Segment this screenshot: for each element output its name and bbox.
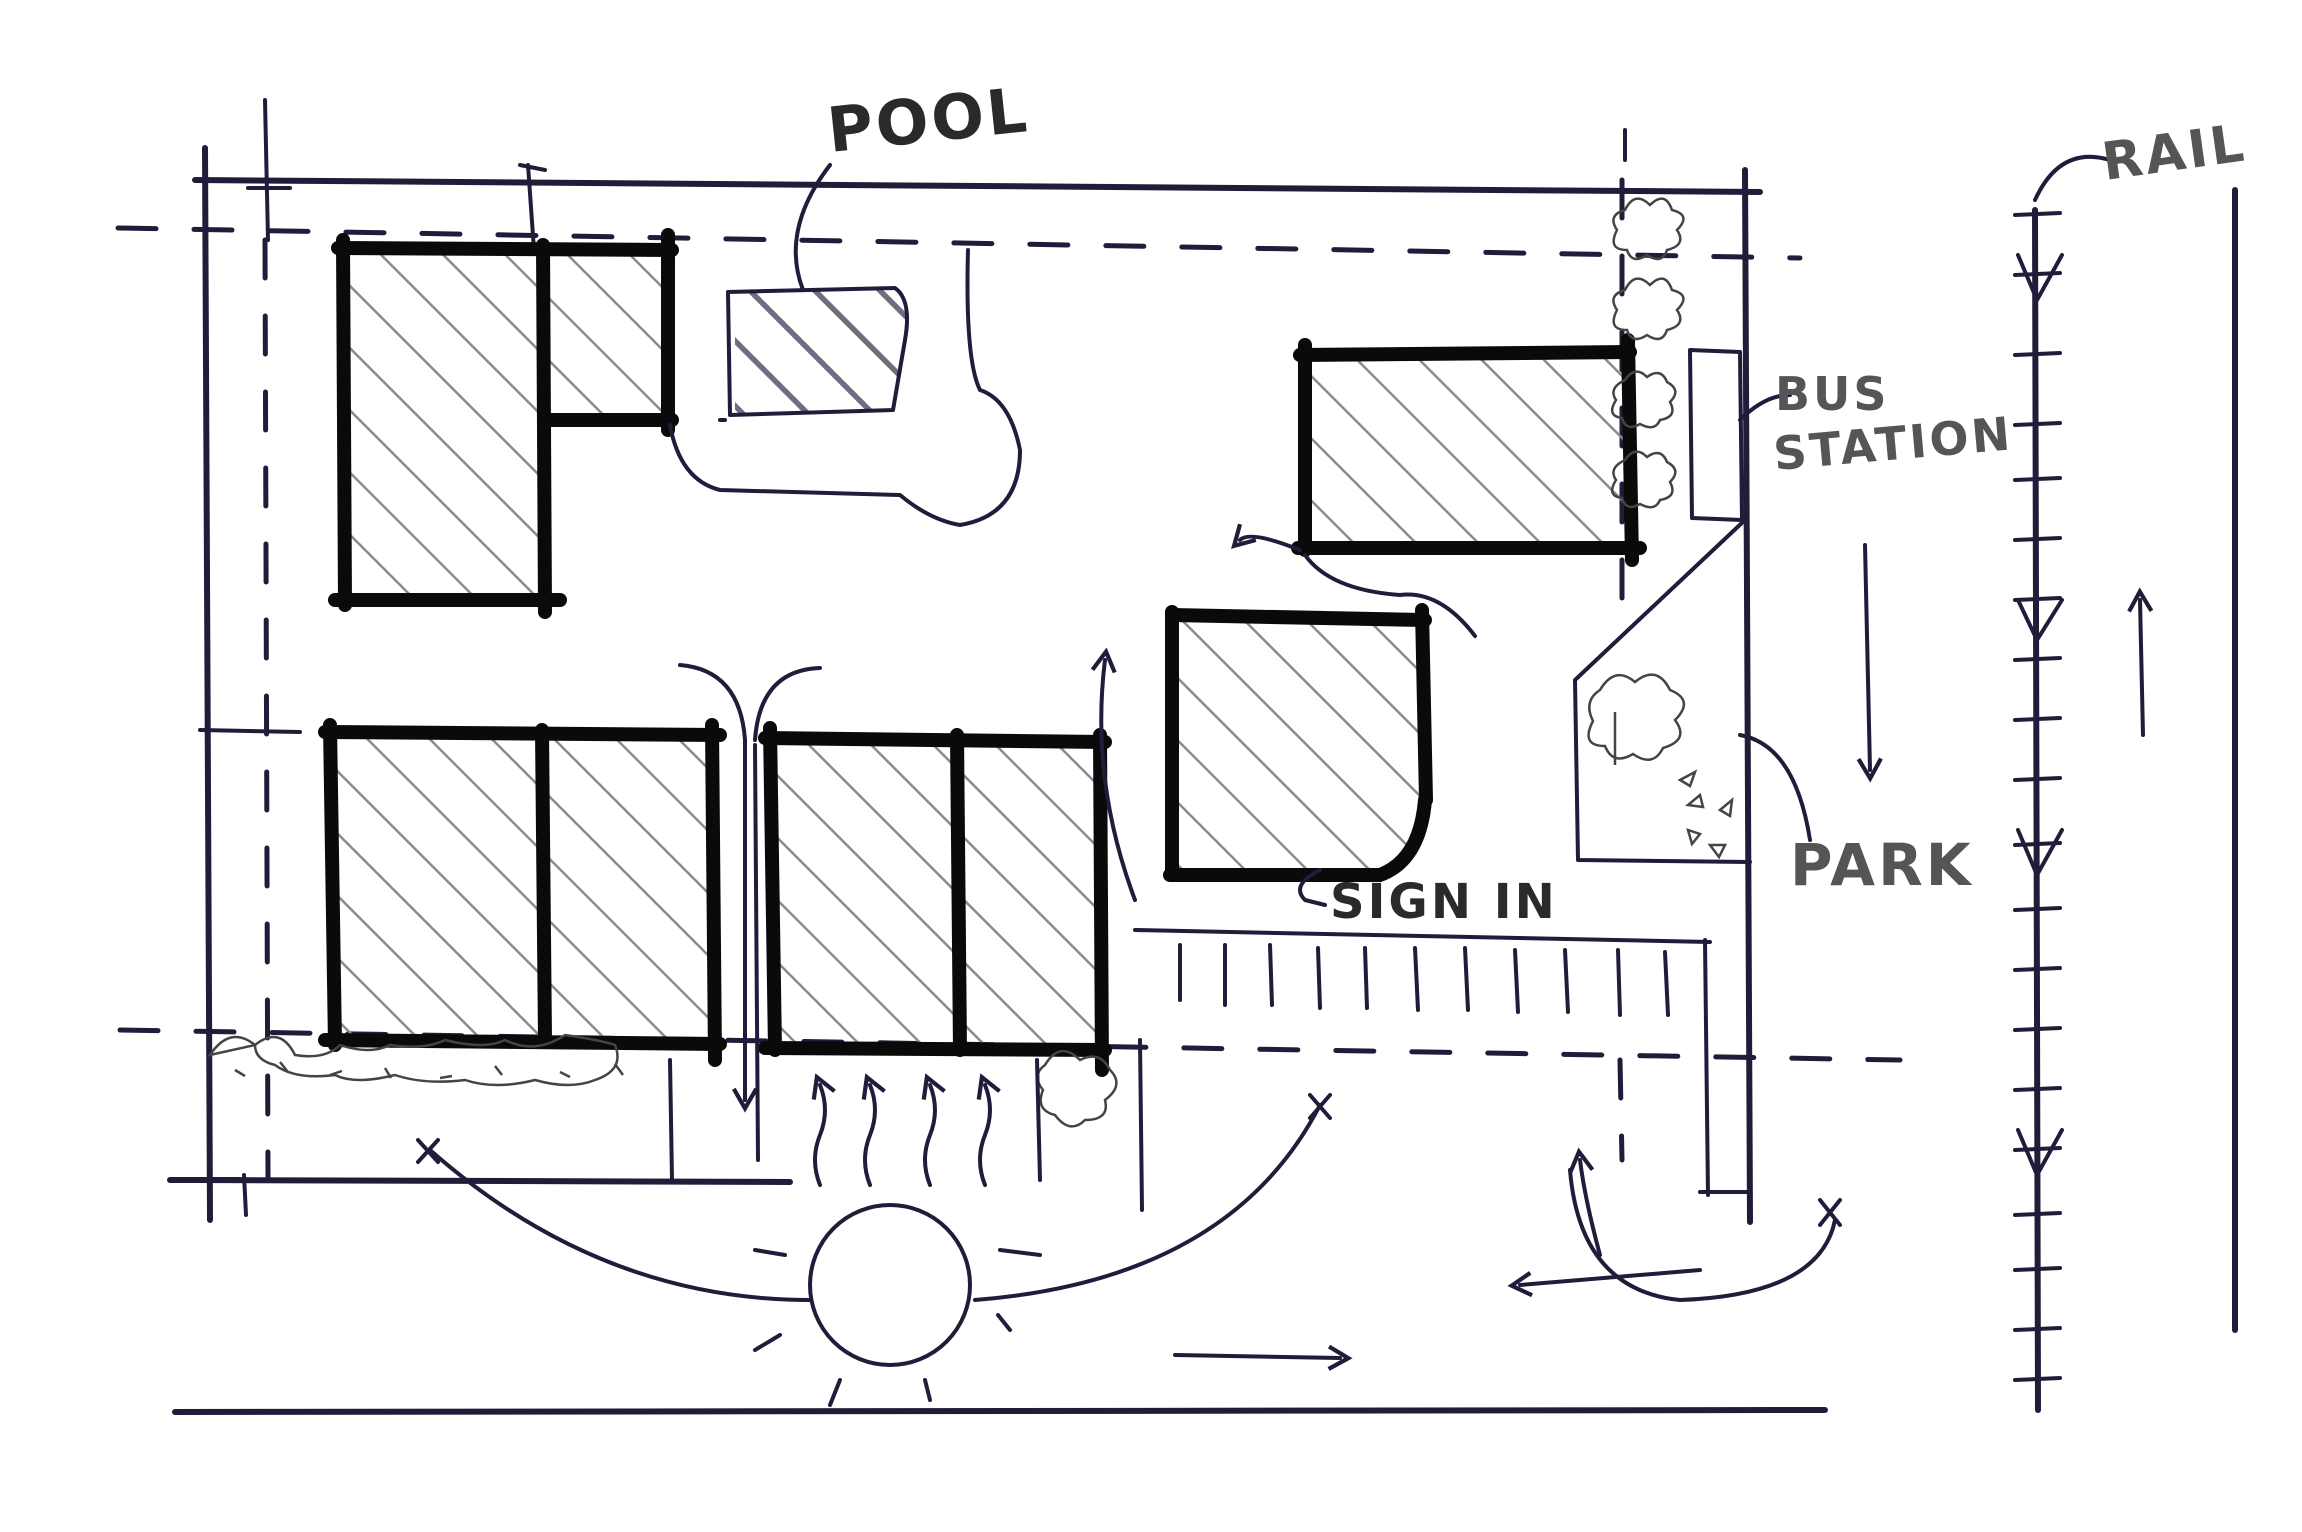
bus-station-path <box>1573 518 1752 864</box>
setback-lines <box>115 177 1903 1183</box>
heat-arrows <box>811 1073 1001 1187</box>
sun-icon <box>416 1093 1332 1407</box>
park-label: PARK <box>1790 831 1974 899</box>
building-top-right <box>1291 333 1647 567</box>
entry-arrows <box>678 647 1137 1162</box>
landscape-shrubs <box>207 1033 1144 1212</box>
park-leader <box>1738 733 1812 842</box>
sign-in-label: SIGN IN <box>1330 874 1558 930</box>
building-bottom-middle <box>758 721 1112 1077</box>
arrow-icon <box>1856 543 1883 783</box>
building-top-left <box>328 228 679 619</box>
sign-in-leader <box>1298 868 1327 907</box>
parking-area <box>1133 928 1752 1197</box>
building-bottom-left <box>318 718 727 1067</box>
bus-station <box>1688 348 1792 522</box>
pool <box>668 163 1022 527</box>
bus-station-label-line1: BUS <box>1775 367 1890 421</box>
pool-label: POOL <box>824 73 1033 167</box>
site-boundary <box>167 98 1828 1415</box>
rail-label: RAIL <box>2098 113 2250 193</box>
circulation-arrows <box>1173 1147 1842 1371</box>
building-middle-right <box>1163 523 1477 882</box>
rail-line <box>2013 154 2238 1413</box>
tree-icon <box>1587 197 1734 860</box>
